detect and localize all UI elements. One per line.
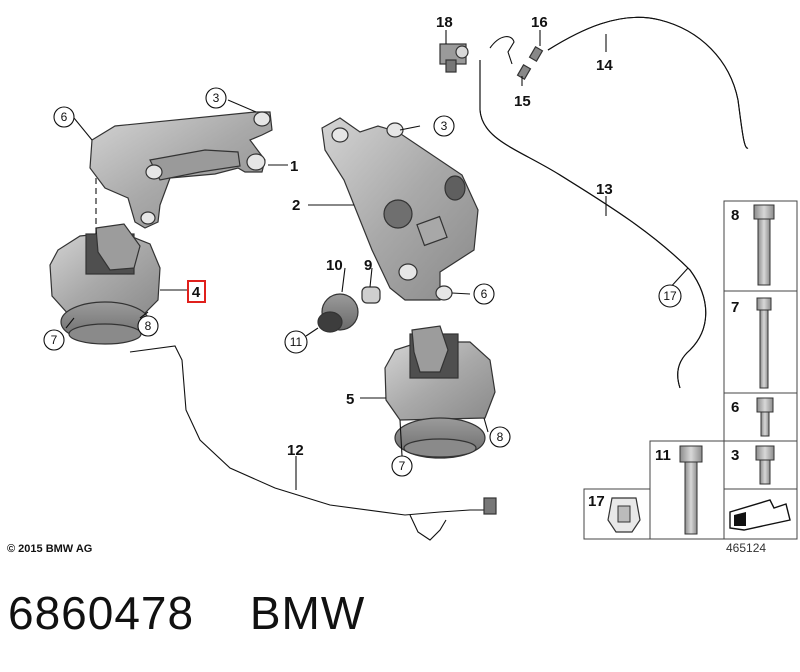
svg-text:1: 1 [290, 158, 298, 175]
direction-arrow-icon [729, 499, 791, 531]
engine-bracket-left [89, 111, 273, 229]
callout-3-center: 3 [433, 115, 455, 137]
panel-6: 6 [731, 397, 774, 437]
callout-10: 10 [326, 257, 343, 274]
clip-17-icon [607, 497, 641, 533]
svg-text:17: 17 [663, 289, 677, 303]
svg-text:13: 13 [596, 181, 613, 198]
bolt-8-icon [753, 204, 775, 286]
svg-text:8: 8 [497, 430, 504, 444]
svg-text:14: 14 [596, 57, 613, 74]
svg-text:11: 11 [655, 447, 671, 464]
figure-number: 465124 [726, 541, 767, 555]
engine-bracket-center [321, 117, 479, 301]
panel-11: 11 [655, 445, 703, 535]
svg-text:8: 8 [145, 319, 152, 333]
copyright-notice: © 2015 BMW AG [7, 543, 93, 555]
callout-5: 5 [346, 391, 354, 408]
engine-mount-right [384, 325, 496, 459]
callout-13: 13 [596, 181, 613, 198]
callout-11: 11 [284, 330, 308, 354]
callout-12: 12 [287, 442, 304, 459]
solenoid-valve [439, 43, 469, 73]
callout-3-upper-left: 3 [205, 87, 227, 109]
bolt-11-icon [679, 445, 703, 535]
svg-text:6: 6 [731, 399, 739, 416]
panel-17: 17 [588, 493, 641, 533]
svg-text:7: 7 [51, 333, 58, 347]
rubber-buffer [317, 293, 359, 333]
sensor-cable [129, 345, 497, 541]
panel-7: 7 [731, 297, 772, 389]
svg-text:3: 3 [731, 447, 739, 464]
callout-6-left: 6 [53, 106, 75, 128]
bolt-7-icon [756, 297, 772, 389]
panel-3: 3 [731, 445, 775, 485]
engine-mount-left [49, 223, 161, 345]
panel-8: 8 [731, 204, 775, 286]
callout-1: 1 [290, 158, 298, 175]
svg-text:18: 18 [436, 14, 453, 31]
callout-8-left: 8 [137, 315, 159, 337]
panel-arrow [729, 499, 791, 531]
svg-text:16: 16 [531, 14, 548, 31]
svg-text:10: 10 [326, 257, 343, 274]
svg-text:7: 7 [731, 299, 739, 316]
part-number: 6860478 [8, 587, 195, 639]
svg-text:15: 15 [514, 93, 531, 110]
bolt-6-icon [756, 397, 774, 437]
footer-caption: 6860478 BMW [8, 586, 365, 640]
callout-6-center: 6 [473, 283, 495, 305]
nut-3-icon [755, 445, 775, 485]
svg-text:4: 4 [192, 284, 201, 301]
callout-17: 17 [658, 284, 682, 308]
callout-15: 15 [514, 93, 531, 110]
callout-8-right: 8 [489, 426, 511, 448]
svg-text:9: 9 [364, 257, 372, 274]
svg-text:17: 17 [588, 493, 605, 510]
hose-connectors [516, 45, 544, 81]
spacer-sleeve [361, 286, 381, 304]
vacuum-hose [479, 16, 749, 389]
svg-text:11: 11 [290, 335, 303, 349]
svg-text:6: 6 [481, 287, 488, 301]
svg-text:7: 7 [399, 459, 406, 473]
callout-7-right: 7 [391, 455, 413, 477]
callout-2: 2 [292, 197, 300, 214]
svg-text:8: 8 [731, 207, 739, 224]
svg-text:3: 3 [441, 119, 448, 133]
svg-text:2: 2 [292, 197, 300, 214]
callout-18: 18 [436, 14, 453, 31]
svg-text:12: 12 [287, 442, 304, 459]
callout-labels: 1 2 3 3 4 5 6 6 7 7 [43, 14, 682, 477]
svg-text:6: 6 [61, 110, 68, 124]
svg-text:5: 5 [346, 391, 354, 408]
callout-16: 16 [531, 14, 548, 31]
svg-text:3: 3 [213, 91, 220, 105]
callout-4-highlighted[interactable]: 4 [187, 280, 206, 303]
fastener-panels: 8 7 6 3 [583, 200, 798, 540]
callout-9: 9 [364, 257, 372, 274]
callout-7-left: 7 [43, 329, 65, 351]
callout-14: 14 [596, 57, 613, 74]
brand-name: BMW [249, 587, 366, 639]
